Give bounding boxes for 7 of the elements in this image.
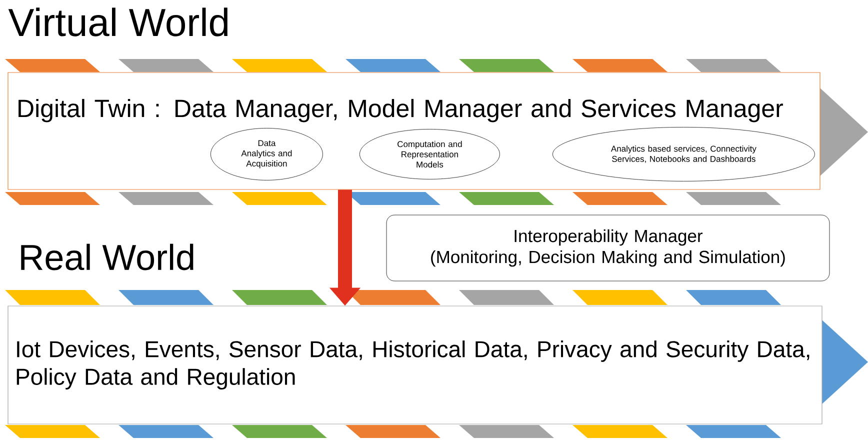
section-heading: Virtual World [8, 8, 228, 36]
oval: Computation and Representation Models [360, 129, 500, 180]
layer-box: Iot Devices, Events, Sensor Data, Historical Data, Privacy and Security Data, Policy Data and Regulation [8, 306, 822, 424]
manager-box: Interoperability Manager (Monitoring, Decision Making and Simulation) [386, 214, 830, 282]
oval: Data Analytics and Acquisition [210, 128, 323, 180]
oval: Analytics based services, Connectivity Services, Notebooks and Dashboards [552, 127, 815, 182]
section-heading: Real World [21, 244, 194, 270]
